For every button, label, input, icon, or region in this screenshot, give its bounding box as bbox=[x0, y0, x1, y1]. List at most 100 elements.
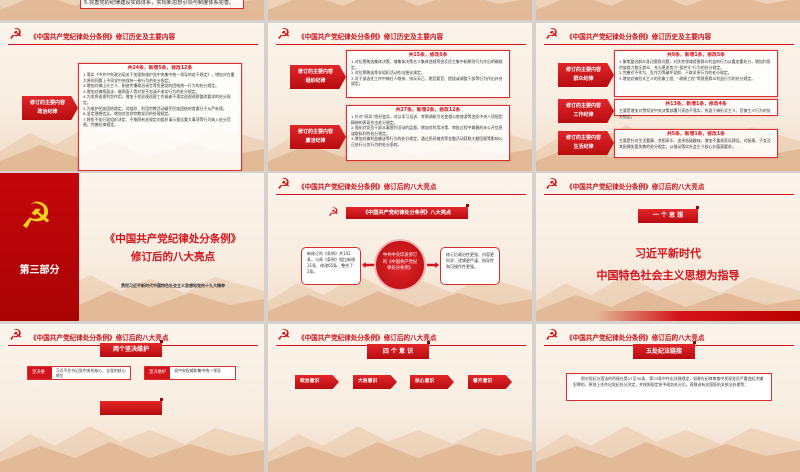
section-number: 第三部分 bbox=[19, 265, 60, 276]
list-item: 2.对拉票贿选等非组织活动作出细化规定。 bbox=[351, 70, 425, 76]
uphold-item: 坚决维护 习近平总书记党中央的核心、全党的核心地位 bbox=[27, 366, 131, 387]
list-item: 1.针对“四风”隐形变异，对以学习培训、考察调研为名变相公款旅游等违反中央八项规… bbox=[351, 114, 503, 125]
mountain-decoration bbox=[0, 412, 264, 472]
slide-title: 《中国共产党纪律处分条例》修订历史及主要内容 bbox=[30, 33, 176, 41]
slide-text: 5.完善党的纪律建设实践体系，实现新思想引领与制度体系完善。 bbox=[80, 0, 244, 9]
mountain-decoration bbox=[536, 0, 800, 20]
content-box: 共15条，修改5条 1.对拉票贿选集体决策、借集体决策名义集体违规等违反民主集中… bbox=[346, 50, 510, 98]
section-label: 修订的主要内容廉洁纪律 bbox=[290, 125, 346, 149]
divider bbox=[276, 194, 526, 195]
consciousness-item: 政治意识 bbox=[295, 375, 339, 389]
slide-top-2[interactable] bbox=[268, 0, 532, 20]
five-text-box: 即对党纪与国法的衔接在第27至30条、第33条中作出详细规定，如果在纪律审查中发… bbox=[566, 373, 772, 401]
slide-organizational-integrity[interactable]: ☭ 《中国共产党纪律处分条例》修订历史及主要内容 修订的主要内容组织纪律 共15… bbox=[268, 23, 532, 171]
hammer-sickle-icon: ☭ bbox=[277, 175, 291, 193]
content-box: 共13条，新增1条，修改4条 主要是增加对贯彻党中央决策部署只表态不落实，热衷于… bbox=[614, 99, 778, 119]
content-box: 共5条，新增1条，修改1条 主要是针对生活奢靡、贪图享乐、追求低级趣味，增加不重… bbox=[614, 129, 778, 158]
hammer-sickle-icon: ☭ bbox=[545, 175, 559, 193]
uphold-tag: 坚决维护 bbox=[28, 367, 52, 387]
section-subtitle: 贯彻习近平新时代中国特色社会主义思想和党的十九大精神 bbox=[121, 283, 225, 288]
box-heading: 共5条，新增1条，修改1条 bbox=[667, 132, 725, 137]
content-box: 共27条，新增2条，修改12条 1.针对“四风”隐形变异，对以学习培训、考察调研… bbox=[346, 105, 510, 161]
mountain-decoration bbox=[268, 412, 532, 472]
list-item: 3.对干部选任工作中搞任人唯亲、排斥异己、跑官要官、提拔或调整干部等行为作出补充… bbox=[351, 75, 503, 87]
slide-mass-work-life[interactable]: ☭ 《中国共产党纪律处分条例》修订历史及主要内容 修订的主要内容群众纪律 共9条… bbox=[536, 23, 800, 171]
slide-title: 《中国共产党纪律处分条例》修订历史及主要内容 bbox=[298, 33, 444, 41]
highlights-subtitle: 《中国共产党纪律处分条例》八大亮点 bbox=[346, 204, 469, 219]
section-label: 修订的主要内容政治纪律 bbox=[22, 96, 78, 120]
slide-eight-highlights[interactable]: ☭ 《中国共产党纪律处分条例》修订后的八大亮点 ☭ 《中国共产党纪律处分条例》八… bbox=[268, 173, 532, 321]
uphold-item: 坚决维护 党中央权威和集中统一领导 bbox=[144, 366, 236, 380]
box-heading: 共9条，新增1条，修改5条 bbox=[667, 53, 725, 58]
five-ribbon: 五处纪法链接 bbox=[633, 341, 696, 359]
arrow-left-icon bbox=[362, 262, 374, 268]
slide-top-3[interactable] bbox=[536, 0, 800, 20]
list-item: 主要是针对生活奢靡、贪图享乐、追求低级趣味，增加不重视家风建设，对配偶、子女及其… bbox=[619, 138, 771, 149]
uphold-text: 党中央权威和集中统一领导 bbox=[174, 368, 221, 373]
slide-one-thought[interactable]: ☭ 《中国共产党纪律处分条例》修订后的八大亮点 一 个 思 想 习近平新时代 中… bbox=[536, 173, 800, 321]
divider bbox=[544, 44, 794, 45]
list-item: 5.为维护民族团结稳定，对组织、利用宗教活动破坏民族团结的首要分子从严处理。 bbox=[83, 105, 227, 111]
slide-title: 《中国共产党纪律处分条例》修订后的八大亮点 bbox=[566, 334, 705, 342]
consciousness-item: 核心意识 bbox=[410, 375, 454, 389]
box-heading: 共27条，新增2条，修改12条 bbox=[395, 108, 461, 113]
list-item: 1.落实《中共中央政治局关于加强和维护党中央集中统一领导的若干规定》，增加对在重… bbox=[83, 72, 235, 83]
four-ribbon: 四 个 意 识 bbox=[367, 341, 430, 359]
uphold-tag: 坚决维护 bbox=[145, 367, 171, 379]
list-item: 3.增加对搞利益输送等行为的处分规定，通过民间借贷等金融活动获取大额回报等影响公… bbox=[351, 136, 503, 147]
content-box: 共24条，新增5条，修改12条 1.落实《中共中央政治局关于加强和维护党中央集中… bbox=[78, 63, 242, 171]
list-item: 2.增加对搞山头主义、制造传播政治谣言等危害党的团结统一行为的处分规定。 bbox=[83, 83, 219, 89]
list-item: 6.坚定理想信念，增加对信仰宗教党员的处理规定。 bbox=[83, 111, 173, 117]
consciousness-item: 看齐意识 bbox=[468, 375, 512, 389]
hammer-sickle-icon: ☭ bbox=[328, 205, 339, 219]
slide-title: 《中国共产党纪律处分条例》修订后的八大亮点 bbox=[566, 183, 705, 191]
thought-ribbon: 一 个 思 想 bbox=[638, 206, 699, 223]
box-heading: 共24条，新增5条，修改12条 bbox=[127, 66, 193, 71]
hammer-sickle-icon: ☭ bbox=[545, 326, 559, 344]
hammer-sickle-icon: ☭ bbox=[9, 25, 23, 43]
box-heading: 共15条，修改5条 bbox=[408, 53, 448, 58]
list-item: 4.为发挥巡视利剑作用，增加干扰巡视巡察工作或者不落实巡视巡察整改要求的处分规定… bbox=[83, 94, 231, 105]
divider bbox=[276, 44, 526, 45]
section-title-line2: 修订后的八大亮点 bbox=[131, 251, 215, 263]
hammer-sickle-icon: ☭ bbox=[545, 25, 559, 43]
list-item: 1.对拉票贿选集体决策、借集体决策名义集体违规等违反民主集中制原则行为作出明确规… bbox=[351, 59, 503, 70]
mountain-decoration bbox=[268, 0, 532, 20]
slide-title: 《中国共产党纪律处分条例》修订后的八大亮点 bbox=[298, 183, 437, 191]
list-item: 7.将拒不执行党组织决定、不按照有关规定向组织请示报告重大事项等行为纳入处分范围… bbox=[83, 116, 231, 128]
section-label: 修订的主要内容工作纪律 bbox=[558, 99, 614, 123]
divider bbox=[544, 194, 794, 195]
mountain-decoration bbox=[536, 412, 800, 472]
hammer-sickle-icon: ☭ bbox=[277, 326, 291, 344]
thought-line1: 习近平新时代 bbox=[635, 247, 701, 260]
slide-title: 《中国共产党纪律处分条例》修订后的八大亮点 bbox=[298, 334, 437, 342]
box-heading: 共13条，新增1条，修改4条 bbox=[665, 102, 727, 107]
list-item: 3.增加对搞形式主义的形象工程、“政绩工程”等损害群众利益行为的处分规定。 bbox=[619, 75, 756, 81]
uphold-text: 习近平总书记党中央的核心、全党的核心地位 bbox=[55, 368, 126, 378]
two-ribbon: 两个坚决维护 bbox=[100, 340, 163, 357]
hammer-sickle-icon: ☭ bbox=[277, 25, 291, 43]
next-ribbon bbox=[100, 398, 163, 415]
slide-political-discipline[interactable]: ☭ 《中国共产党纪律处分条例》修订历史及主要内容 修订的主要内容政治纪律 共24… bbox=[0, 23, 264, 171]
list-item: 3.增加对搞两面派、做两面人等对党不忠诚不老实行为的处分规定。 bbox=[83, 88, 200, 94]
slide-four-consciousness[interactable]: ☭ 《中国共产党纪律处分条例》修订后的八大亮点 四 个 意 识 政治意识 大局意… bbox=[268, 324, 532, 472]
list-item: 1.聚焦整治群众身边腐败问题，对扶贫领域侵害群众利益的行为从重加重处分，增加利用… bbox=[619, 59, 771, 70]
hammer-sickle-icon: ☭ bbox=[9, 326, 23, 344]
slide-section-three[interactable]: ☭ 第三部分 《中国共产党纪律处分条例》 修订后的八大亮点 贯彻习近平新时代中国… bbox=[0, 173, 264, 321]
slide-two-upholds[interactable]: ☭ 《中国共产党纪律处分条例》修订后的八大亮点 两个坚决维护 坚决维护 习近平总… bbox=[0, 324, 264, 472]
list-item: 2.完善对不作为、乱作为等破坏党群、干群关系行为的处分规定。 bbox=[619, 70, 732, 76]
slide-title: 《中国共产党纪律处分条例》修订后的八大亮点 bbox=[30, 334, 169, 342]
slide-top-1[interactable]: 5.完善党的纪律建设实践体系，实现新思想引领与制度体系完善。 bbox=[0, 0, 264, 20]
center-text: 中共中央印发修订的《中国共产党纪律处分条例》 bbox=[382, 253, 418, 271]
arrow-right-icon bbox=[427, 262, 439, 268]
section-label: 修订的主要内容生活纪律 bbox=[558, 131, 614, 155]
section-label: 修订的主要内容组织纪律 bbox=[290, 65, 346, 89]
thought-line2: 中国特色社会主义思想为指导 bbox=[596, 269, 740, 282]
center-circle: 中共中央印发修订的《中国共产党纪律处分条例》 bbox=[374, 239, 426, 291]
section-title-line1: 《中国共产党纪律处分条例》 bbox=[104, 233, 242, 245]
slide-five-links[interactable]: ☭ 《中国共产党纪律处分条例》修订后的八大亮点 五处纪法链接 即对党纪与国法的衔… bbox=[536, 324, 800, 472]
left-info-box: 新修订的《条例》共142条，与原《条例》相比新增11条、修改65条、整合了2条。 bbox=[301, 247, 361, 285]
hammer-sickle-icon: ☭ bbox=[20, 196, 53, 237]
right-info-box: 修订后政治性更强、内容更科学、逻辑更严谨、指导性和可操作性更强。 bbox=[440, 247, 500, 285]
list-item: 主要是增加对贯彻党中央决策部署只表态不落实，热衷于搞形式主义、官僚主义行为的处分… bbox=[619, 108, 771, 119]
